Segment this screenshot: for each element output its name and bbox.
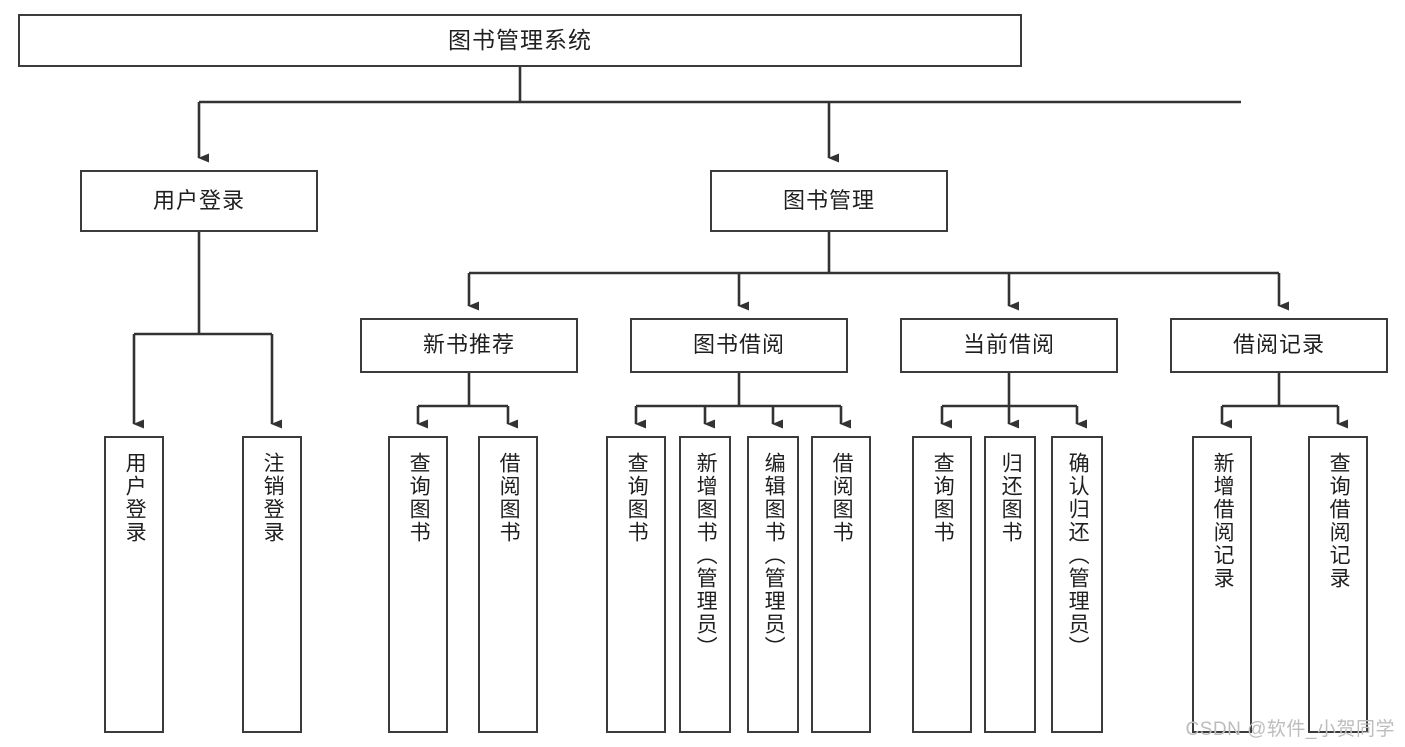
leaf-borrow-record-add[interactable]: 新增借阅记录 (1192, 436, 1252, 733)
leaf-current-borrow-query[interactable]: 查询图书 (912, 436, 972, 733)
node-label: 新增图书（管理员） (694, 452, 718, 659)
node-label: 注销登录 (261, 452, 285, 544)
node-book-management[interactable]: 图书管理 (710, 170, 948, 232)
leaf-user-login-logout[interactable]: 注销登录 (242, 436, 302, 733)
node-label: 图书借阅 (692, 332, 785, 358)
node-current-borrowing[interactable]: 当前借阅 (900, 318, 1118, 373)
node-label: 查询图书 (625, 452, 649, 544)
node-label: 当前借阅 (962, 332, 1055, 358)
node-label: 查询图书 (407, 452, 431, 544)
leaf-borrow-record-query[interactable]: 查询借阅记录 (1308, 436, 1368, 733)
node-label: 用户登录 (123, 452, 147, 544)
leaf-new-book-borrow[interactable]: 借阅图书 (478, 436, 538, 733)
node-label: 查询图书 (931, 452, 955, 544)
leaf-current-borrow-confirm-return[interactable]: 确认归还（管理员） (1051, 436, 1103, 733)
leaf-current-borrow-return[interactable]: 归还图书 (984, 436, 1036, 733)
csdn-watermark: CSDN @软件_小贺同学 (1185, 719, 1395, 740)
node-label: 用户登录 (152, 187, 245, 213)
leaf-new-book-query[interactable]: 查询图书 (388, 436, 448, 733)
leaf-user-login-login[interactable]: 用户登录 (104, 436, 164, 733)
leaf-book-borrow-borrow[interactable]: 借阅图书 (811, 436, 871, 733)
leaf-book-borrow-query[interactable]: 查询图书 (606, 436, 666, 733)
node-book-borrowing[interactable]: 图书借阅 (630, 318, 848, 373)
node-new-book-recommendation[interactable]: 新书推荐 (360, 318, 578, 373)
node-label: 借阅图书 (497, 452, 521, 544)
node-root-book-management-system[interactable]: 图书管理系统 (18, 14, 1022, 67)
node-user-login[interactable]: 用户登录 (80, 170, 318, 232)
node-label: 借阅图书 (830, 452, 854, 544)
node-label: 借阅记录 (1232, 332, 1325, 358)
node-borrowing-record[interactable]: 借阅记录 (1170, 318, 1388, 373)
node-label: 查询借阅记录 (1327, 452, 1351, 590)
node-label: 图书管理 (782, 187, 875, 213)
node-label: 新书推荐 (422, 332, 515, 358)
node-label: 归还图书 (999, 452, 1023, 544)
leaf-book-borrow-edit[interactable]: 编辑图书（管理员） (747, 436, 799, 733)
node-label: 确认归还（管理员） (1066, 452, 1090, 659)
leaf-book-borrow-add[interactable]: 新增图书（管理员） (679, 436, 731, 733)
node-label: 图书管理系统 (448, 26, 592, 53)
node-label: 编辑图书（管理员） (762, 452, 786, 659)
node-label: 新增借阅记录 (1211, 452, 1235, 590)
